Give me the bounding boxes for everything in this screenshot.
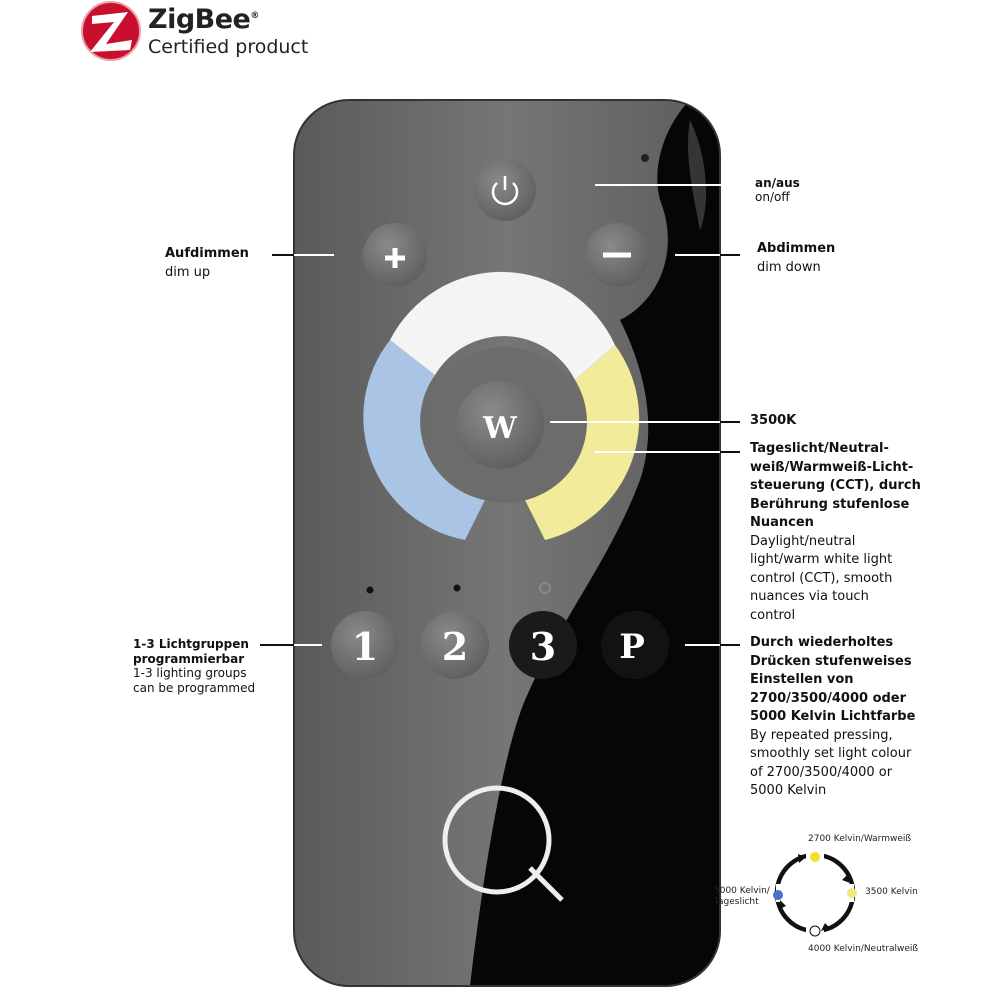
label-dimdown-de: Abdimmen <box>757 241 836 256</box>
q-logo <box>442 785 564 902</box>
preset-button[interactable]: P <box>601 611 669 679</box>
cycle-2700-label: 2700 Kelvin/Warmweiß <box>808 834 912 844</box>
pointer-dimdown-outer <box>720 254 740 256</box>
cct-en-line: control <box>750 607 796 623</box>
preset-de-line: Drücken stufenweises <box>750 653 912 669</box>
cct-de-line: Tageslicht/Neutral- <box>750 441 889 456</box>
groups-en-line: 1-3 lighting groups <box>133 666 247 680</box>
pointer-dimup-inner <box>294 254 334 256</box>
cct-de-line: weiß/Warmweiß-Licht- <box>750 459 914 475</box>
cct-en-line: light/warm white light <box>750 552 893 567</box>
pointer-preset-outer <box>720 644 740 646</box>
power-icon <box>491 176 519 206</box>
preset-de-line: Durch wiederholtes <box>750 635 894 650</box>
svg-text:2: 2 <box>442 624 468 669</box>
cct-de-line: Berührung stufenlose <box>750 496 910 512</box>
label-preset: Durch wiederholtes Drücken stufenweises … <box>750 634 915 801</box>
label-dimdown: Abdimmen dim down <box>757 240 835 277</box>
label-dimup: Aufdimmen dim up <box>165 245 249 282</box>
pointer-cct <box>595 451 720 453</box>
pointer-preset <box>685 644 720 646</box>
pointer-onoff <box>595 184 700 186</box>
preset-de-line: Einstellen von <box>750 672 854 687</box>
pointer-3500k <box>550 421 720 423</box>
preset-en-line: of 2700/3500/4000 or <box>750 764 893 780</box>
brand-name: ZigBee <box>148 4 251 35</box>
pointer-dimdown <box>675 254 720 256</box>
cct-en-line: nuances via touch <box>750 589 869 604</box>
registered-mark: ® <box>250 11 259 21</box>
pointer-onoff-outer <box>700 184 745 186</box>
cycle-3500-label: 3500 Kelvin <box>865 887 918 897</box>
label-onoff-de: an/aus <box>755 176 800 190</box>
color-temperature-cycle <box>773 848 857 938</box>
preset-en-line: By repeated pressing, <box>750 727 893 743</box>
group-1-button[interactable]: 1 <box>331 611 399 679</box>
pointer-groups-inner <box>294 644 322 646</box>
label-groups: 1-3 Lichtgruppen programmierbar 1-3 ligh… <box>133 637 255 695</box>
dim-down-button[interactable] <box>585 223 649 287</box>
label-dimup-en: dim up <box>165 264 211 280</box>
groups-en-line: can be programmed <box>133 680 256 695</box>
label-onoff-en: on/off <box>755 190 790 204</box>
svg-text:W: W <box>482 411 518 446</box>
pointer-cct-outer <box>720 451 740 453</box>
cct-de-line: Nuancen <box>750 515 814 530</box>
cct-de-line: steuerung (CCT), durch <box>750 478 921 493</box>
label-onoff: an/aus on/off <box>755 176 800 204</box>
group-3-button[interactable]: 3 <box>509 611 577 679</box>
white-button[interactable]: W <box>456 381 544 469</box>
label-dimup-de: Aufdimmen <box>165 246 249 261</box>
cct-en-line: control (CCT), smooth <box>750 570 893 586</box>
cycle-5000-line: 5000 Kelvin/ <box>714 886 770 896</box>
zigbee-logo: ZigBee® Certified product <box>80 0 308 62</box>
zigbee-z-icon <box>81 1 141 61</box>
preset-de-line: 2700/3500/4000 oder <box>750 690 907 706</box>
preset-de-line: 5000 Kelvin Lichtfarbe <box>750 709 916 724</box>
cycle-4000-label: 4000 Kelvin/Neutralweiß <box>808 944 919 954</box>
preset-en-line: smoothly set light colour <box>750 746 912 761</box>
group-buttons: 1 2 3 P <box>331 582 669 679</box>
label-cct: Tageslicht/Neutral- weiß/Warmweiß-Licht-… <box>750 440 921 625</box>
label-3500k: 3500K <box>750 412 796 431</box>
cycle-5000-label: 5000 Kelvin/ Tageslicht <box>714 886 770 908</box>
svg-text:1: 1 <box>352 624 378 669</box>
cycle-5000-line: Tageslicht <box>714 897 759 907</box>
pointer-dimup <box>272 254 294 256</box>
preset-en-line: 5000 Kelvin <box>750 783 827 798</box>
group-2-button[interactable]: 2 <box>421 611 489 679</box>
groups-de-line: programmierbar <box>133 651 245 666</box>
pointer-3500k-outer <box>720 421 740 423</box>
certified-text: Certified product <box>148 36 309 58</box>
svg-text:P: P <box>619 627 645 667</box>
cct-touch-ring[interactable] <box>363 271 640 540</box>
power-button[interactable] <box>474 159 536 221</box>
groups-de-line: 1-3 Lichtgruppen <box>133 637 249 651</box>
svg-text:3: 3 <box>530 624 556 669</box>
cct-en-line: Daylight/neutral <box>750 533 856 549</box>
dim-up-button[interactable] <box>363 223 427 287</box>
label-dimdown-en: dim down <box>757 259 821 275</box>
label-3500k-de: 3500K <box>750 413 797 428</box>
pointer-groups <box>260 644 294 646</box>
